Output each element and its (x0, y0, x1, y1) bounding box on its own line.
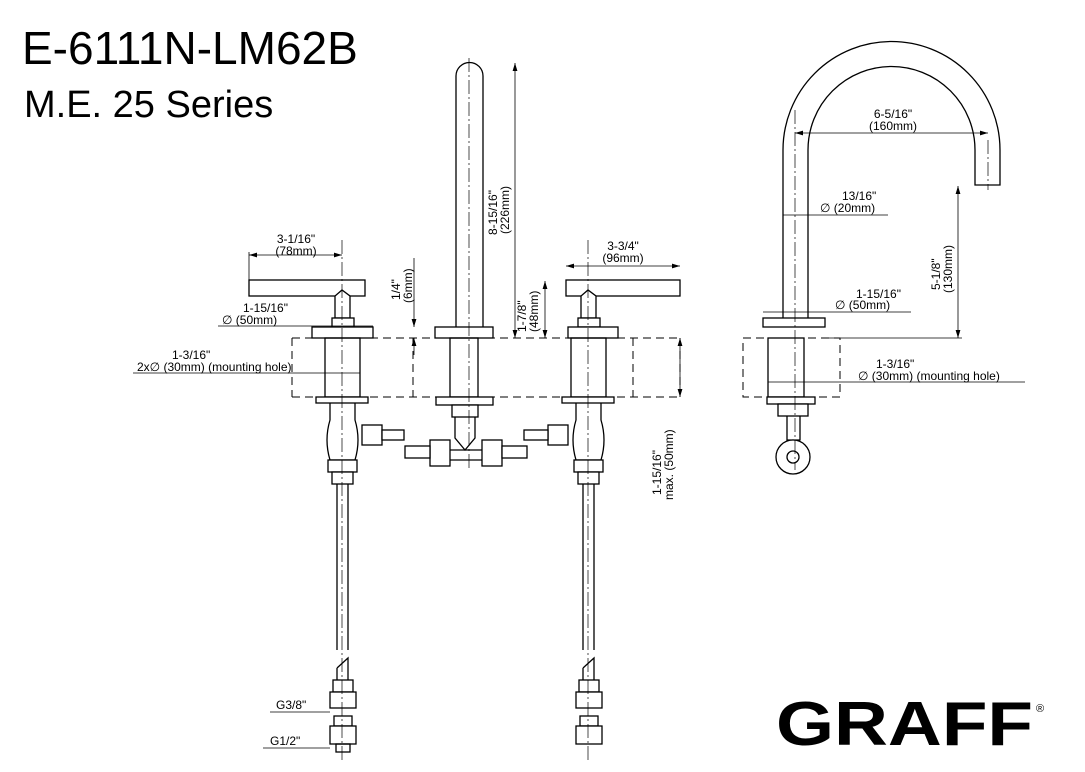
graff-logo: GRAFF ® (776, 690, 1044, 759)
dim-side-mounting-hole: 1-3/16" (876, 357, 914, 371)
graff-logo-text: GRAFF (776, 690, 1033, 759)
dim-mounting-hole-mm: 2x∅ (30mm) (mounting hole) (137, 360, 292, 374)
dim-flange-height-mm: (6mm) (401, 268, 415, 303)
dim-spout-reach-mm: (160mm) (869, 119, 917, 133)
spout (404, 58, 528, 470)
dim-spout-height-mm: (226mm) (498, 186, 512, 234)
right-handle (523, 240, 681, 760)
dim-flange-height: 1/4" (389, 279, 403, 300)
dim-side-mounting-hole-mm: ∅ (30mm) (mounting hole) (858, 369, 1000, 383)
label-g38: G3/8" (276, 698, 306, 712)
deck-outline (291, 337, 681, 398)
dim-spout-height: 8-15/16" (486, 190, 500, 235)
dim-handle-length: 3-1/16" (277, 232, 315, 246)
side-view: 6-5/16" (160mm) 13/16" ∅ (20mm) 5-1/8" (… (742, 40, 1025, 475)
dim-lever-height-mm: (48mm) (527, 291, 541, 332)
front-dimensions: 3-1/16" (78mm) 1-15/16" ∅ (50mm) 1-3/16"… (133, 63, 683, 749)
dim-mounting-hole: 1-3/16" (172, 348, 210, 362)
label-g12: G1/2" (270, 734, 300, 748)
dim-handle-flange-mm: ∅ (50mm) (222, 313, 277, 327)
dim-spout-diameter: 13/16" (842, 189, 876, 203)
dim-right-handle: 3-3/4" (607, 239, 639, 253)
dim-spout-reach: 6-5/16" (874, 107, 912, 121)
model-number: E-6111N-LM62B (22, 22, 358, 74)
dim-deck-thickness: 1-15/16" (650, 450, 664, 495)
dim-flange-diameter-mm: ∅ (50mm) (835, 298, 890, 312)
series-name: M.E. 25 Series (24, 84, 273, 126)
dim-right-handle-mm: (96mm) (602, 251, 643, 265)
dim-handle-length-mm: (78mm) (275, 244, 316, 258)
dim-lever-height: 1-7/8" (515, 300, 529, 332)
dim-deck-thickness-mm: max. (50mm) (662, 429, 676, 500)
dim-spout-diameter-mm: ∅ (20mm) (820, 201, 875, 215)
registered-mark: ® (1036, 703, 1044, 715)
dim-flange-diameter: 1-15/16" (856, 287, 901, 301)
dim-spout-clearance: 5-1/8" (929, 258, 943, 290)
dim-handle-flange: 1-15/16" (243, 301, 288, 315)
dim-spout-clearance-mm: (130mm) (941, 245, 955, 293)
left-handle (248, 240, 405, 760)
